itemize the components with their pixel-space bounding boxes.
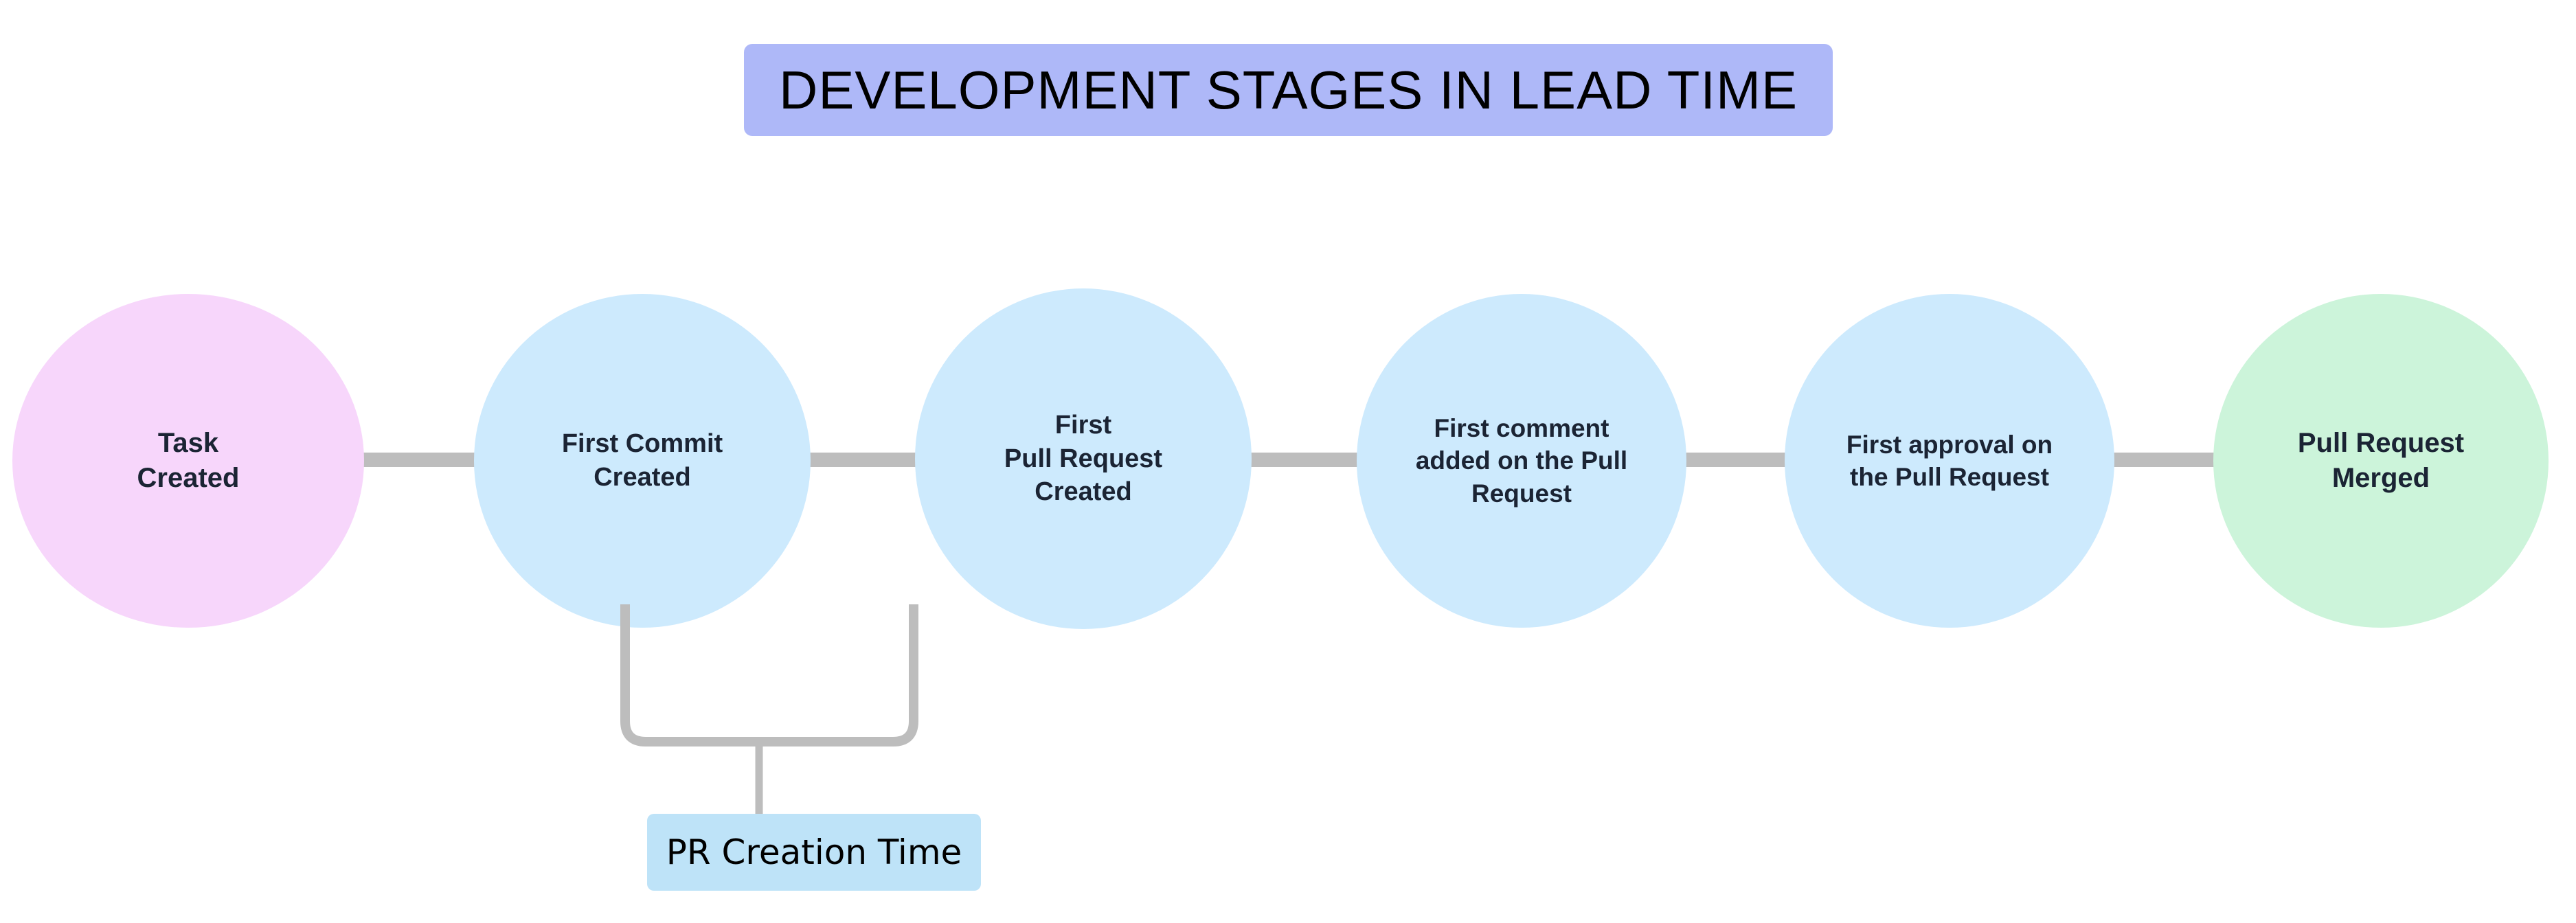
stage-node-label: Pull Request Merged (2297, 427, 2465, 493)
annotation-label-text: PR Creation Time (666, 832, 962, 872)
stage-node-pull-request-merged[interactable]: Pull Request Merged (2213, 294, 2549, 628)
stage-node-label: First Commit Created (561, 429, 723, 492)
stage-node-first-approval[interactable]: First approval on the Pull Request (1785, 294, 2114, 628)
connector-comment-to-approval (1680, 453, 1792, 467)
diagram-title-banner: DEVELOPMENT STAGES IN LEAD TIME (744, 44, 1833, 136)
annotation-pr-creation-time[interactable]: PR Creation Time (647, 814, 981, 891)
stage-node-task-created[interactable]: Task Created (12, 294, 364, 628)
annotation-bracket (620, 604, 918, 824)
connector-approval-to-merged (2108, 453, 2220, 467)
page-title: DEVELOPMENT STAGES IN LEAD TIME (778, 60, 1798, 120)
stage-node-first-commit-created[interactable]: First Commit Created (474, 294, 811, 628)
stage-node-first-pull-request-created[interactable]: First Pull Request Created (915, 288, 1252, 629)
connector-pr-to-comment (1245, 453, 1364, 467)
stage-node-label: Task Created (137, 427, 240, 493)
stage-node-first-comment-added[interactable]: First comment added on the Pull Request (1357, 294, 1686, 628)
connector-task-to-commit (357, 453, 481, 467)
connector-commit-to-pr (804, 453, 922, 467)
stage-node-label: First comment added on the Pull Request (1415, 413, 1628, 508)
stage-node-label: First approval on the Pull Request (1846, 430, 2053, 491)
stage-node-label: First Pull Request Created (1004, 411, 1163, 507)
